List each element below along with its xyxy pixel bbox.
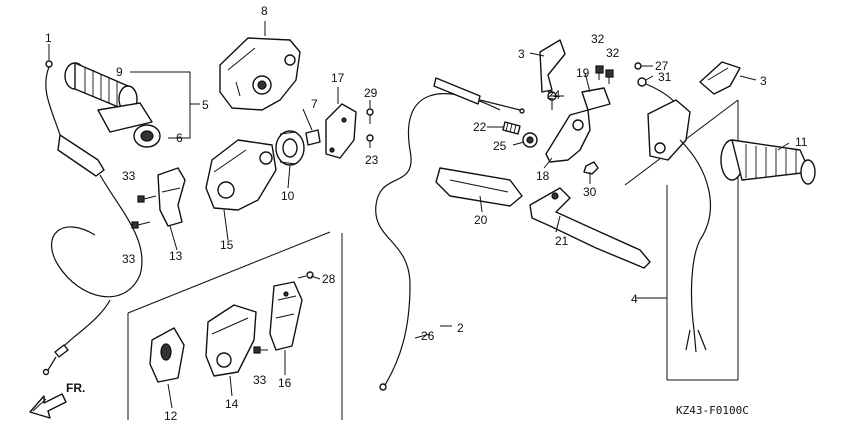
callout-28: 28 bbox=[322, 272, 336, 286]
inset-bolt-33 bbox=[253, 346, 268, 354]
throttle-housing bbox=[219, 37, 301, 111]
bolt-32-a bbox=[595, 65, 604, 80]
callout-32-b: 32 bbox=[606, 46, 620, 60]
callout-12: 12 bbox=[164, 409, 178, 423]
callout-33-b: 33 bbox=[122, 252, 136, 266]
nut-30 bbox=[583, 161, 599, 175]
throttle-grip bbox=[64, 62, 161, 148]
bracket-clamp bbox=[581, 87, 611, 111]
callout-labels: 1 2 3 3 4 5 6 7 8 9 10 11 12 13 14 15 16… bbox=[45, 4, 808, 423]
screw-29 bbox=[366, 108, 374, 124]
throttle-pulley bbox=[275, 130, 305, 166]
callout-23: 23 bbox=[365, 153, 379, 167]
callout-5: 5 bbox=[202, 98, 209, 112]
front-direction-arrow: FR. bbox=[29, 381, 85, 419]
callout-33-c: 33 bbox=[253, 373, 267, 387]
clutch-cable bbox=[375, 77, 525, 391]
callout-3-left: 3 bbox=[518, 47, 525, 61]
adjuster-22 bbox=[502, 121, 521, 135]
callout-6: 6 bbox=[176, 131, 183, 145]
callout-31: 31 bbox=[658, 70, 672, 84]
bolt-33-a bbox=[137, 195, 157, 203]
lever-cover bbox=[435, 167, 523, 207]
left-grip bbox=[720, 139, 816, 185]
callout-22: 22 bbox=[473, 120, 487, 134]
callout-1: 1 bbox=[45, 31, 52, 45]
callout-7: 7 bbox=[311, 97, 318, 111]
locknut-25 bbox=[522, 132, 538, 148]
leader-lines bbox=[48, 21, 790, 409]
callout-20: 20 bbox=[474, 213, 488, 227]
callout-9: 9 bbox=[116, 65, 123, 79]
callout-19: 19 bbox=[576, 66, 590, 80]
band-3-left bbox=[539, 39, 566, 93]
lever-bracket bbox=[545, 109, 591, 163]
callout-14: 14 bbox=[225, 397, 239, 411]
clutch-lever bbox=[529, 187, 651, 269]
callout-32-a: 32 bbox=[591, 32, 605, 46]
diagram-code: KZ43-F0100C bbox=[676, 404, 749, 417]
bolt-33-b bbox=[131, 221, 151, 229]
callout-11: 11 bbox=[795, 135, 808, 149]
callout-18: 18 bbox=[536, 169, 550, 183]
collar bbox=[305, 129, 321, 146]
callout-13: 13 bbox=[169, 249, 183, 263]
pulley-cover bbox=[325, 103, 357, 159]
inset-housing-14 bbox=[205, 304, 257, 377]
direction-label: FR. bbox=[66, 381, 85, 395]
screw-23 bbox=[366, 134, 374, 148]
callout-24: 24 bbox=[547, 88, 561, 102]
callout-27: 27 bbox=[655, 59, 669, 73]
inset-holder-12 bbox=[149, 327, 185, 383]
callout-17: 17 bbox=[331, 71, 345, 85]
holder bbox=[157, 167, 186, 227]
callout-29: 29 bbox=[364, 86, 378, 100]
callout-21: 21 bbox=[555, 234, 569, 248]
inset-screw-28 bbox=[297, 271, 314, 279]
callout-25: 25 bbox=[493, 139, 507, 153]
callout-8: 8 bbox=[261, 4, 268, 18]
callout-2: 2 bbox=[457, 321, 464, 335]
callout-4: 4 bbox=[631, 292, 638, 306]
callout-3-right: 3 bbox=[760, 74, 767, 88]
housing-lower bbox=[205, 139, 277, 211]
bolt-32-b bbox=[605, 69, 614, 84]
callout-16: 16 bbox=[278, 376, 292, 390]
callout-30: 30 bbox=[583, 185, 597, 199]
band-3-right bbox=[699, 61, 741, 95]
callout-15: 15 bbox=[220, 238, 234, 252]
inset-cover-16 bbox=[269, 281, 303, 351]
callout-10: 10 bbox=[281, 189, 295, 203]
switch-housing bbox=[647, 99, 711, 353]
callout-33-a: 33 bbox=[122, 169, 136, 183]
callout-26: 26 bbox=[421, 329, 435, 343]
